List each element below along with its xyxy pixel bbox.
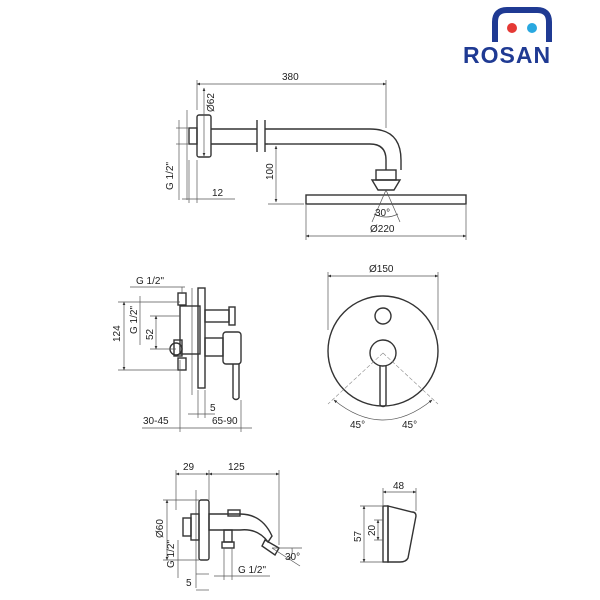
rosan-logo: ROSAN	[463, 7, 552, 68]
logo-blue-dot-icon	[527, 23, 537, 33]
dim-wall-offset: 12	[212, 188, 224, 199]
dim-mixer-outlet-thread: G 1/2"	[129, 306, 140, 334]
shower-head-drawing: 380 Ø62 G 1/2" 12 100 30° Ø220	[165, 72, 467, 240]
dim-drop-height: 100	[265, 163, 276, 180]
dim-spout-flange-diameter: Ø60	[155, 519, 166, 538]
dim-tilt-angle: 30°	[375, 208, 390, 219]
dim-holder-height: 57	[353, 530, 364, 542]
mixer-side-drawing: G 1/2" 124 G 1/2" 52 5 30-45 65-90	[112, 276, 252, 432]
dim-spout-gap: 5	[186, 578, 192, 589]
logo-red-dot-icon	[507, 23, 517, 33]
mixer-front-drawing: Ø150 45° 45°	[327, 264, 439, 431]
spout-drawing: 29 125 Ø60 G 1/2" 5 G 1/2" 30°	[155, 462, 302, 591]
dim-plate-gap: 5	[210, 403, 216, 414]
dim-holder-width: 48	[393, 481, 405, 492]
dim-mixer-inner-height: 52	[145, 328, 156, 340]
dim-plate-diameter: Ø150	[369, 264, 394, 275]
holder-drawing: 48 57 20	[353, 481, 417, 563]
dim-spout-offset: 29	[183, 462, 195, 473]
dim-angle-right: 45°	[402, 420, 417, 431]
dim-spout-length: 125	[228, 462, 245, 473]
dim-mixer-projection: 65-90	[212, 416, 238, 427]
dim-shower-thread: G 1/2"	[165, 162, 176, 190]
dim-spout-thread-left: G 1/2"	[166, 540, 177, 568]
logo-mark-icon	[492, 7, 552, 42]
logo-text: ROSAN	[463, 42, 551, 68]
dim-spout-thread-bottom: G 1/2"	[238, 565, 266, 576]
dim-mixer-depth: 30-45	[143, 416, 169, 427]
dim-flange-diameter: Ø62	[206, 93, 217, 112]
dim-angle-left: 45°	[350, 420, 365, 431]
dim-mixer-inlet-thread: G 1/2"	[136, 276, 164, 287]
dim-head-diameter: Ø220	[370, 224, 395, 235]
dim-arm-length: 380	[282, 72, 299, 83]
dim-holder-slot: 20	[367, 524, 378, 536]
dim-mixer-total-height: 124	[112, 325, 123, 342]
dim-spout-angle: 30°	[285, 552, 300, 563]
